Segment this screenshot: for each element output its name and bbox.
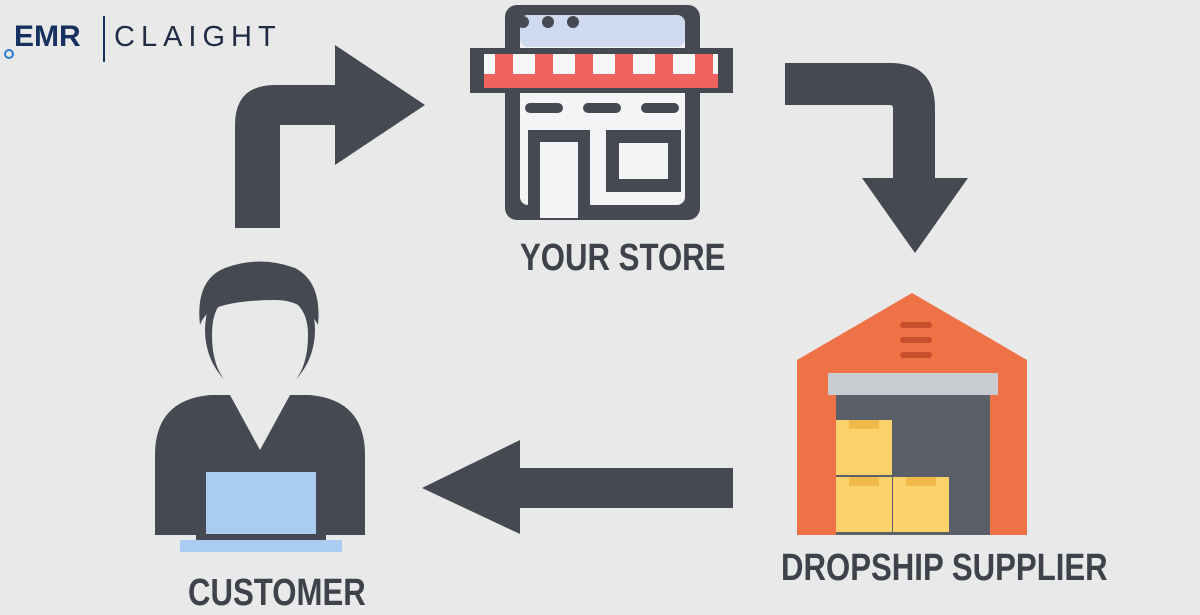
logo-dot-icon xyxy=(4,49,14,59)
logo-claight-text: CLAIGHT xyxy=(114,21,282,53)
arrow-supplier-to-customer-icon xyxy=(422,440,733,534)
supplier-label: DROPSHIP SUPPLIER xyxy=(781,547,1108,589)
arrow-customer-to-store-icon xyxy=(235,45,425,228)
warehouse-icon xyxy=(797,293,1027,535)
logo-emr-text: EMR xyxy=(14,20,81,53)
logo-divider xyxy=(103,16,105,62)
arrow-store-to-supplier-icon xyxy=(785,63,968,253)
store-label: YOUR STORE xyxy=(520,237,726,279)
customer-label: CUSTOMER xyxy=(188,572,366,614)
dropshipping-diagram: EMR CLAIGHT xyxy=(0,5,1108,614)
company-logo: EMR CLAIGHT xyxy=(0,6,320,62)
customer-icon xyxy=(155,261,365,552)
store-icon xyxy=(470,5,733,220)
diagram-graphics xyxy=(155,5,1027,552)
